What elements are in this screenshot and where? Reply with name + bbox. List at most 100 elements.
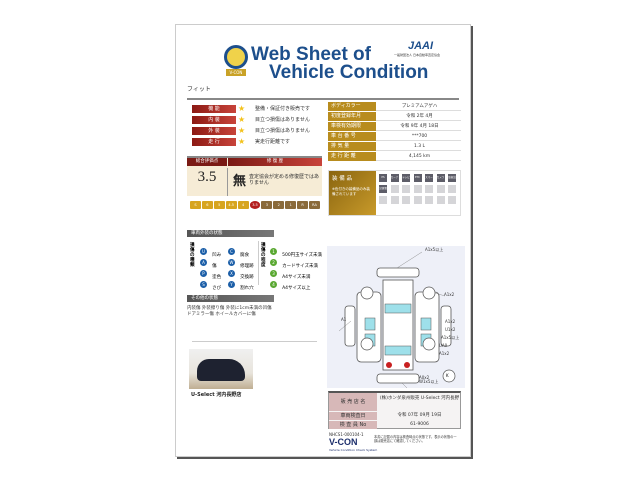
spec-value: プレミアムアゲハ	[401, 104, 438, 109]
damage-size-label: A4サイズ以上	[282, 286, 311, 291]
rating-label: 外 装	[192, 127, 236, 135]
spec-label: 車検有効期限	[328, 122, 376, 131]
damage-type-label: 傷	[212, 264, 217, 269]
damage-label: A0x2	[419, 375, 430, 380]
equipment-box: 装 備 品 ※色付きの装備品のみ装備されています PSカーナビテレビETCスマー…	[328, 170, 461, 216]
spec-value: 令和 9年 4月 18日	[400, 124, 439, 129]
damage-size-label: カードサイズ未満	[282, 264, 318, 269]
inspection-date-label: 車両検査日	[329, 412, 377, 420]
damage-type-label: 交換跡	[240, 275, 254, 280]
damage-type: S さび	[200, 274, 221, 293]
damage-code-icon: U	[200, 248, 207, 255]
rating-text: 整備・保証付き販売です	[255, 106, 311, 112]
inspector-label: 検 査 員 No	[329, 421, 377, 429]
other-line: ドアミラー傷 ホイールカバーに傷	[187, 312, 256, 317]
equipment-cell: 取扱説明書	[448, 174, 456, 182]
footer-note: 本書に記載の内容は検査時点の状態です。表示の状態の一部は販売店にて確認してくださ…	[374, 435, 457, 443]
equipment-cell	[425, 196, 433, 204]
vehicle-photo[interactable]	[189, 349, 253, 389]
damage-label: A1x5以上	[441, 335, 460, 340]
spec-value: 4,145 km	[408, 154, 431, 159]
damage-type: A 傷	[200, 252, 217, 271]
damage-size: 1 500円玉サイズ未満	[270, 241, 322, 260]
repair-header: 修 復 歴	[228, 158, 322, 166]
damage-label: A1	[341, 317, 347, 322]
equipment-cell	[448, 185, 456, 193]
divider	[192, 341, 317, 342]
jaai-subtitle: 一般財団法人 日本自動車査定協会	[394, 53, 440, 57]
scale-item: 5	[213, 201, 225, 209]
score-box: 総合評価点 修 復 歴 3.5 無 査定協会が定める修復歴ではありません	[187, 156, 322, 196]
scale-item: 4	[237, 201, 249, 209]
damage-type: C 腐食	[228, 241, 249, 260]
equipment-cell: 記録簿	[379, 185, 387, 193]
scale-item: 2	[273, 201, 285, 209]
damage-label: W1x5以上	[419, 379, 439, 384]
rating-label: 内 装	[192, 116, 236, 124]
spec-row: 排 気 量 1.3 L	[328, 142, 461, 151]
damage-type-label: 修理跡	[240, 264, 254, 269]
damage-type: X 交換跡	[228, 263, 254, 282]
vcon-brand: V-CON	[329, 437, 358, 447]
damage-code-icon: Y	[228, 281, 235, 288]
equipment-cell	[413, 185, 422, 193]
scale-item: R	[297, 201, 309, 209]
spec-row: 初度登録年月令和 2年 4月	[328, 112, 461, 121]
spec-label: ボディカラー	[328, 102, 376, 111]
equipment-cell	[402, 185, 410, 193]
condition-sheet: V-CON Web Sheet of Vehicle Condition JAA…	[175, 24, 471, 457]
spec-value: 1.3 L	[413, 144, 426, 149]
overall-score: 3.5	[197, 169, 217, 185]
spec-label: 排 気 量	[328, 142, 376, 151]
dealer-table: 販 売 店 名 (株)ホンダ泉州販売 U-Select 河内長野 車両検査日 令…	[328, 391, 461, 429]
equipment-cell	[379, 196, 387, 204]
vcon-subtitle: Vehicle Condition Check System	[329, 448, 378, 452]
equipment-cell	[425, 185, 433, 193]
vcon-emblem-icon	[224, 45, 248, 69]
damage-type-label: 割れ穴	[240, 286, 254, 291]
spec-row: 車 台 番 号 ***700	[328, 132, 461, 141]
exterior-header: 車両外装の状態	[187, 230, 332, 237]
damage-label: A1x2	[445, 319, 456, 324]
equipment-cell	[436, 185, 445, 193]
damage-label: UA0	[439, 343, 448, 348]
rating-text: 目立つ損傷はありません	[255, 117, 310, 123]
dealer-label: 販 売 店 名	[329, 393, 377, 411]
equipment-cell: スマートキー	[425, 174, 433, 182]
scale-item: 1	[285, 201, 297, 209]
photo-caption: U-Select 河内長野店	[191, 392, 242, 398]
rating-row: 外 装★目立つ損傷はありません	[192, 126, 327, 137]
scale-item: RA	[309, 201, 320, 209]
equipment-cell: PS	[379, 174, 387, 182]
damage-size: 3 A4サイズ未満	[270, 263, 310, 282]
star-icon: ★	[238, 104, 246, 113]
equipment-cell	[448, 196, 456, 204]
equipment-cell	[390, 185, 399, 193]
equipment-cell: テレビ	[402, 174, 410, 182]
other-header: その他の状態	[187, 295, 332, 302]
title-line2: Vehicle Condition	[269, 62, 429, 83]
rating-text: 目立つ損傷はありません	[255, 128, 310, 134]
scale-item: S	[190, 201, 201, 209]
spec-value: 令和 2年 4月	[406, 114, 433, 119]
emblem-ribbon: V-CON	[226, 69, 246, 76]
rating-label: 走 行	[192, 138, 236, 146]
scale-item: 3.5	[249, 201, 261, 209]
spec-label: 車 台 番 号	[328, 132, 376, 141]
equipment-cell: カーナビ	[390, 174, 399, 182]
spec-value: ***700	[411, 134, 428, 139]
equipment-label-bg: 装 備 品 ※色付きの装備品のみ装備されています	[329, 171, 376, 215]
damage-type: Y 割れ穴	[228, 274, 254, 293]
divider	[258, 241, 259, 285]
inspector-no: 61-9006	[410, 422, 429, 427]
damage-size-title: 損傷の程度	[261, 243, 266, 268]
spec-row: ボディカラー プレミアムアゲハ	[328, 102, 461, 111]
equipment-cell	[413, 196, 422, 204]
star-icon: ★	[238, 137, 246, 146]
equipment-cell: ETC	[413, 174, 422, 182]
star-icon: ★	[238, 115, 246, 124]
damage-type-label: さび	[212, 286, 222, 291]
inspection-date: 令和 07年 09月 19日	[397, 413, 442, 418]
repair-text: 査定協会が定める修復歴ではありません	[249, 174, 320, 186]
ratings: 機 能★整備・保証付き販売です 内 装★目立つ損傷はありません 外 装★目立つ損…	[192, 104, 327, 148]
